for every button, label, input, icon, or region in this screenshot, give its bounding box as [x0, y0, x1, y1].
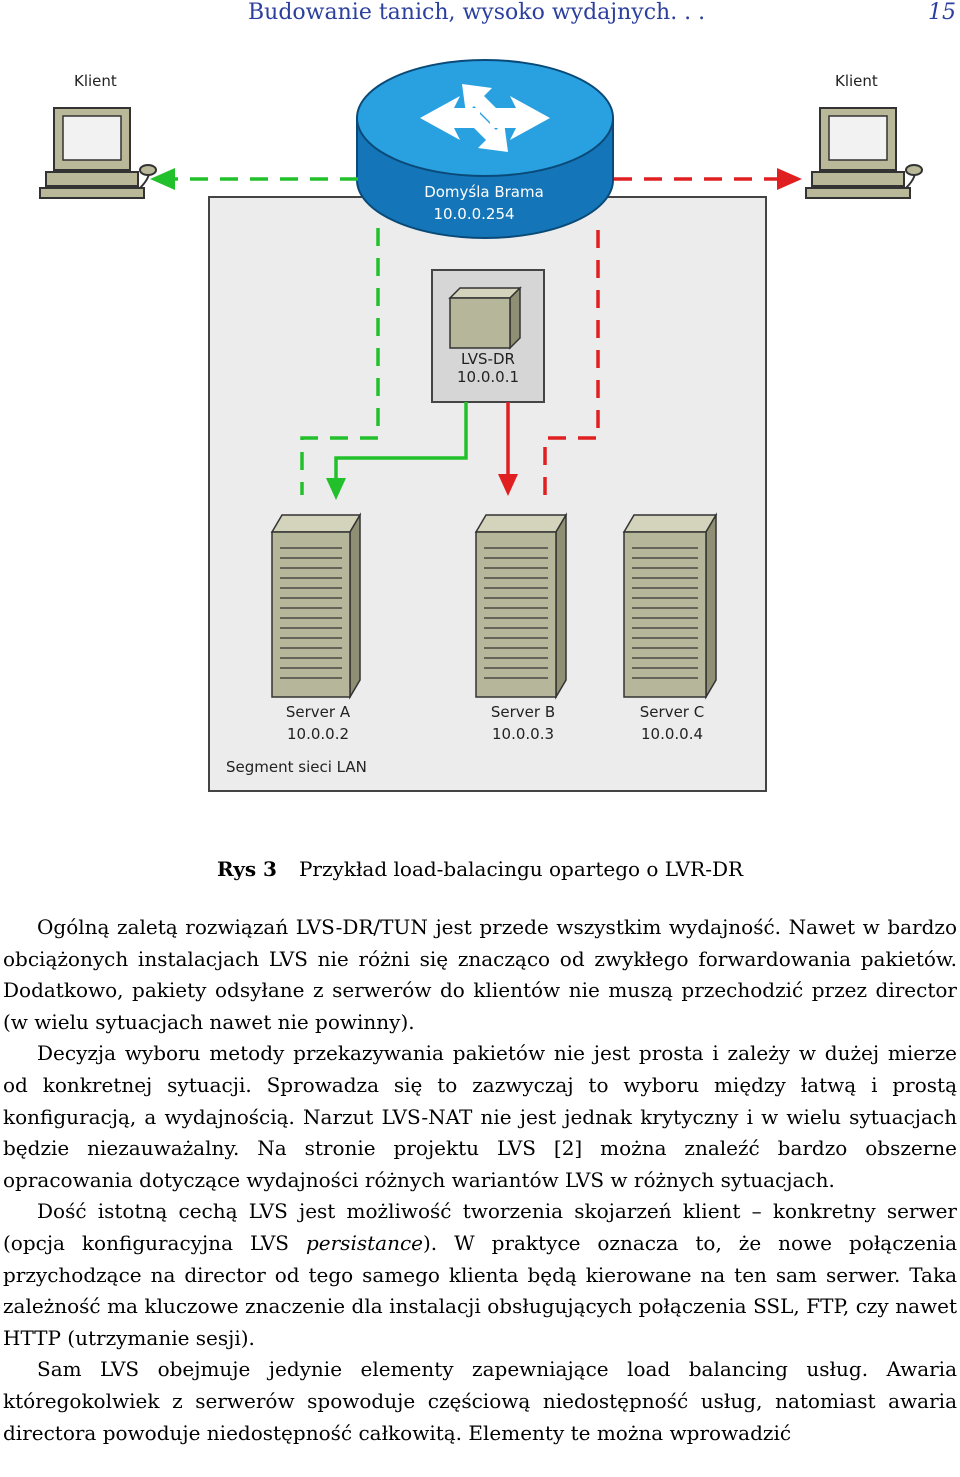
paragraph-part: ). W praktyce oznacza to, że nowe połącz… [3, 1230, 957, 1350]
router-icon [356, 59, 614, 239]
server-b-icon [474, 512, 568, 700]
figure-caption: Rys 3 Przykład load-balacingu opartego o … [0, 857, 960, 881]
red-arrowhead-server-b [498, 474, 518, 496]
server-c-name: Server C [640, 703, 704, 721]
caption-label: Rys 3 [216, 857, 277, 881]
paragraph: Sam LVS obejmuje jedynie elementy zapewn… [3, 1357, 957, 1445]
client-right-label: Klient [835, 72, 878, 90]
green-path-director [334, 402, 468, 488]
server-a-icon [270, 512, 362, 700]
server-b-ip: 10.0.0.3 [492, 725, 554, 743]
network-diagram: Klient Klient Domyśla Brama 10.0.0.254 L… [39, 59, 923, 792]
paragraph-part: Dość istotną cechą LVS jest możliwość tw… [3, 1199, 957, 1255]
server-c-ip: 10.0.0.4 [641, 725, 703, 743]
red-arrowhead-right [777, 168, 802, 190]
green-arrowhead-left [150, 168, 175, 190]
server-b-name: Server B [491, 703, 555, 721]
page-header: Budowanie tanich, wysoko wydajnych. . . … [0, 0, 960, 28]
director-name: LVS-DR [461, 350, 515, 368]
paragraph: Ogólną zaletą rozwiązań LVS-DR/TUN jest … [3, 915, 957, 1034]
page-number: 15 [928, 0, 956, 25]
client-left-icon [39, 107, 157, 199]
director-icon [448, 286, 522, 350]
director-ip: 10.0.0.1 [457, 368, 519, 386]
red-path-up [543, 228, 600, 495]
client-left-label: Klient [74, 72, 117, 90]
server-a-ip: 10.0.0.2 [287, 725, 349, 743]
server-c-icon [622, 512, 718, 700]
paragraph: Decyzja wyboru metody przekazywania paki… [3, 1041, 957, 1192]
green-path-down [300, 228, 380, 495]
paragraph: Dość istotną cechą LVS jest możliwość tw… [3, 1196, 957, 1354]
server-a-name: Server A [286, 703, 351, 721]
running-title: Budowanie tanich, wysoko wydajnych. . . [248, 0, 706, 25]
gateway-ip: 10.0.0.254 [433, 205, 514, 223]
green-arrowhead-server-a [326, 478, 346, 500]
client-right-icon [805, 107, 923, 199]
emphasized-term: persistance [305, 1230, 423, 1255]
caption-text: Przykład load-balacingu opartego o LVR-D… [298, 857, 744, 881]
gateway-name: Domyśla Brama [424, 183, 544, 201]
body-text: Ogólną zaletą rozwiązań LVS-DR/TUN jest … [3, 912, 957, 1449]
segment-label: Segment sieci LAN [226, 758, 367, 776]
